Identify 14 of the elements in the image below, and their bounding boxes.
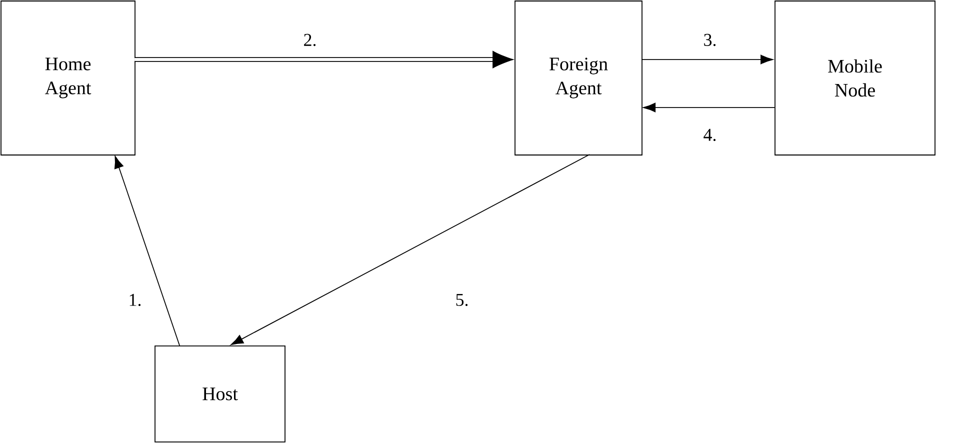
- arrow: [230, 154, 590, 346]
- agent-box: Foreign Agent: [514, 0, 642, 156]
- edge-label: 3.: [704, 34, 716, 46]
- agent-box: Mobile Node: [774, 0, 936, 156]
- edge-label: 4.: [704, 128, 716, 142]
- arrow: [114, 156, 180, 346]
- agent-box: Home Agent: [0, 0, 136, 156]
- agent-box: Host: [154, 346, 286, 442]
- edge-label: 1.: [130, 294, 141, 306]
- edge-label: 2.: [304, 34, 316, 46]
- edge-label: 5.: [456, 294, 468, 306]
- arrow: [134, 50, 514, 68]
- arrow: [643, 102, 775, 112]
- arrow: [641, 54, 774, 64]
